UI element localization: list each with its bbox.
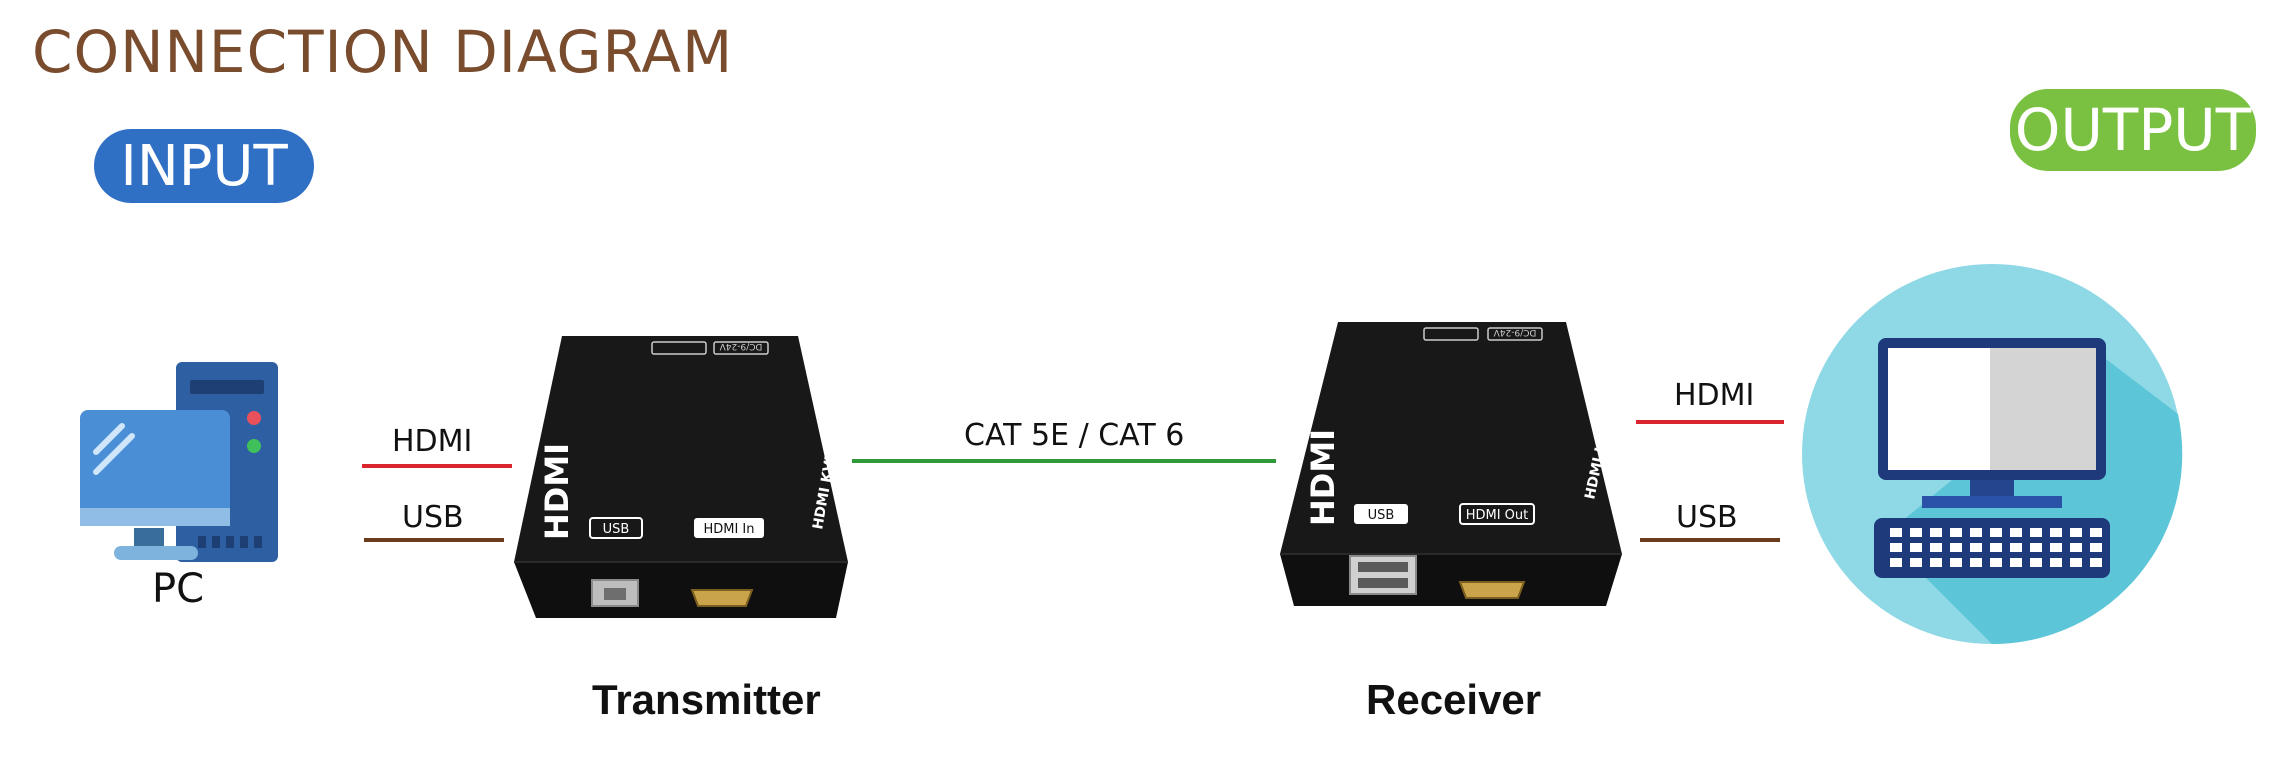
- right-hdmi-label: HDMI: [1674, 378, 1755, 413]
- transmitter-side-text: HDMI KVM Extender ● Transmitter: [810, 259, 873, 531]
- receiver-usb-port-label: USB: [1368, 508, 1395, 523]
- receiver-power-label: DC/9-24V: [1493, 327, 1537, 337]
- transmitter-label: Transmitter: [592, 676, 821, 723]
- left-hdmi-label: HDMI: [392, 424, 473, 459]
- output-monitor-icon: [1802, 264, 2183, 645]
- transmitter-brand: HDMI: [538, 443, 576, 540]
- receiver-side-text: HDMI KVM Extender ● Receiver: [1582, 253, 1650, 500]
- cable-type-label: CAT 5E / CAT 6: [964, 418, 1185, 453]
- pc-label: PC: [152, 566, 205, 612]
- transmitter-device: DC/9-24V HDMI HDMI KVM Extender ● Transm…: [514, 259, 873, 618]
- left-usb-label: USB: [402, 500, 464, 535]
- receiver-device: DC/9-24V HDMI HDMI KVM Extender ● Receiv…: [1280, 253, 1650, 606]
- output-badge: OUTPUT: [2010, 89, 2256, 171]
- transmitter-hdmi-port-label: HDMI In: [703, 522, 754, 537]
- receiver-brand: HDMI: [1304, 429, 1342, 526]
- transmitter-usb-port-label: USB: [603, 522, 630, 537]
- diagram-title: CONNECTION DIAGRAM: [32, 18, 734, 86]
- receiver-label: Receiver: [1366, 676, 1542, 723]
- right-usb-label: USB: [1676, 500, 1738, 535]
- transmitter-power-label: DC/9-24V: [719, 341, 763, 351]
- input-badge: INPUT: [94, 129, 314, 203]
- receiver-hdmi-port-label: HDMI Out: [1466, 508, 1529, 523]
- pc-icon: [80, 362, 278, 562]
